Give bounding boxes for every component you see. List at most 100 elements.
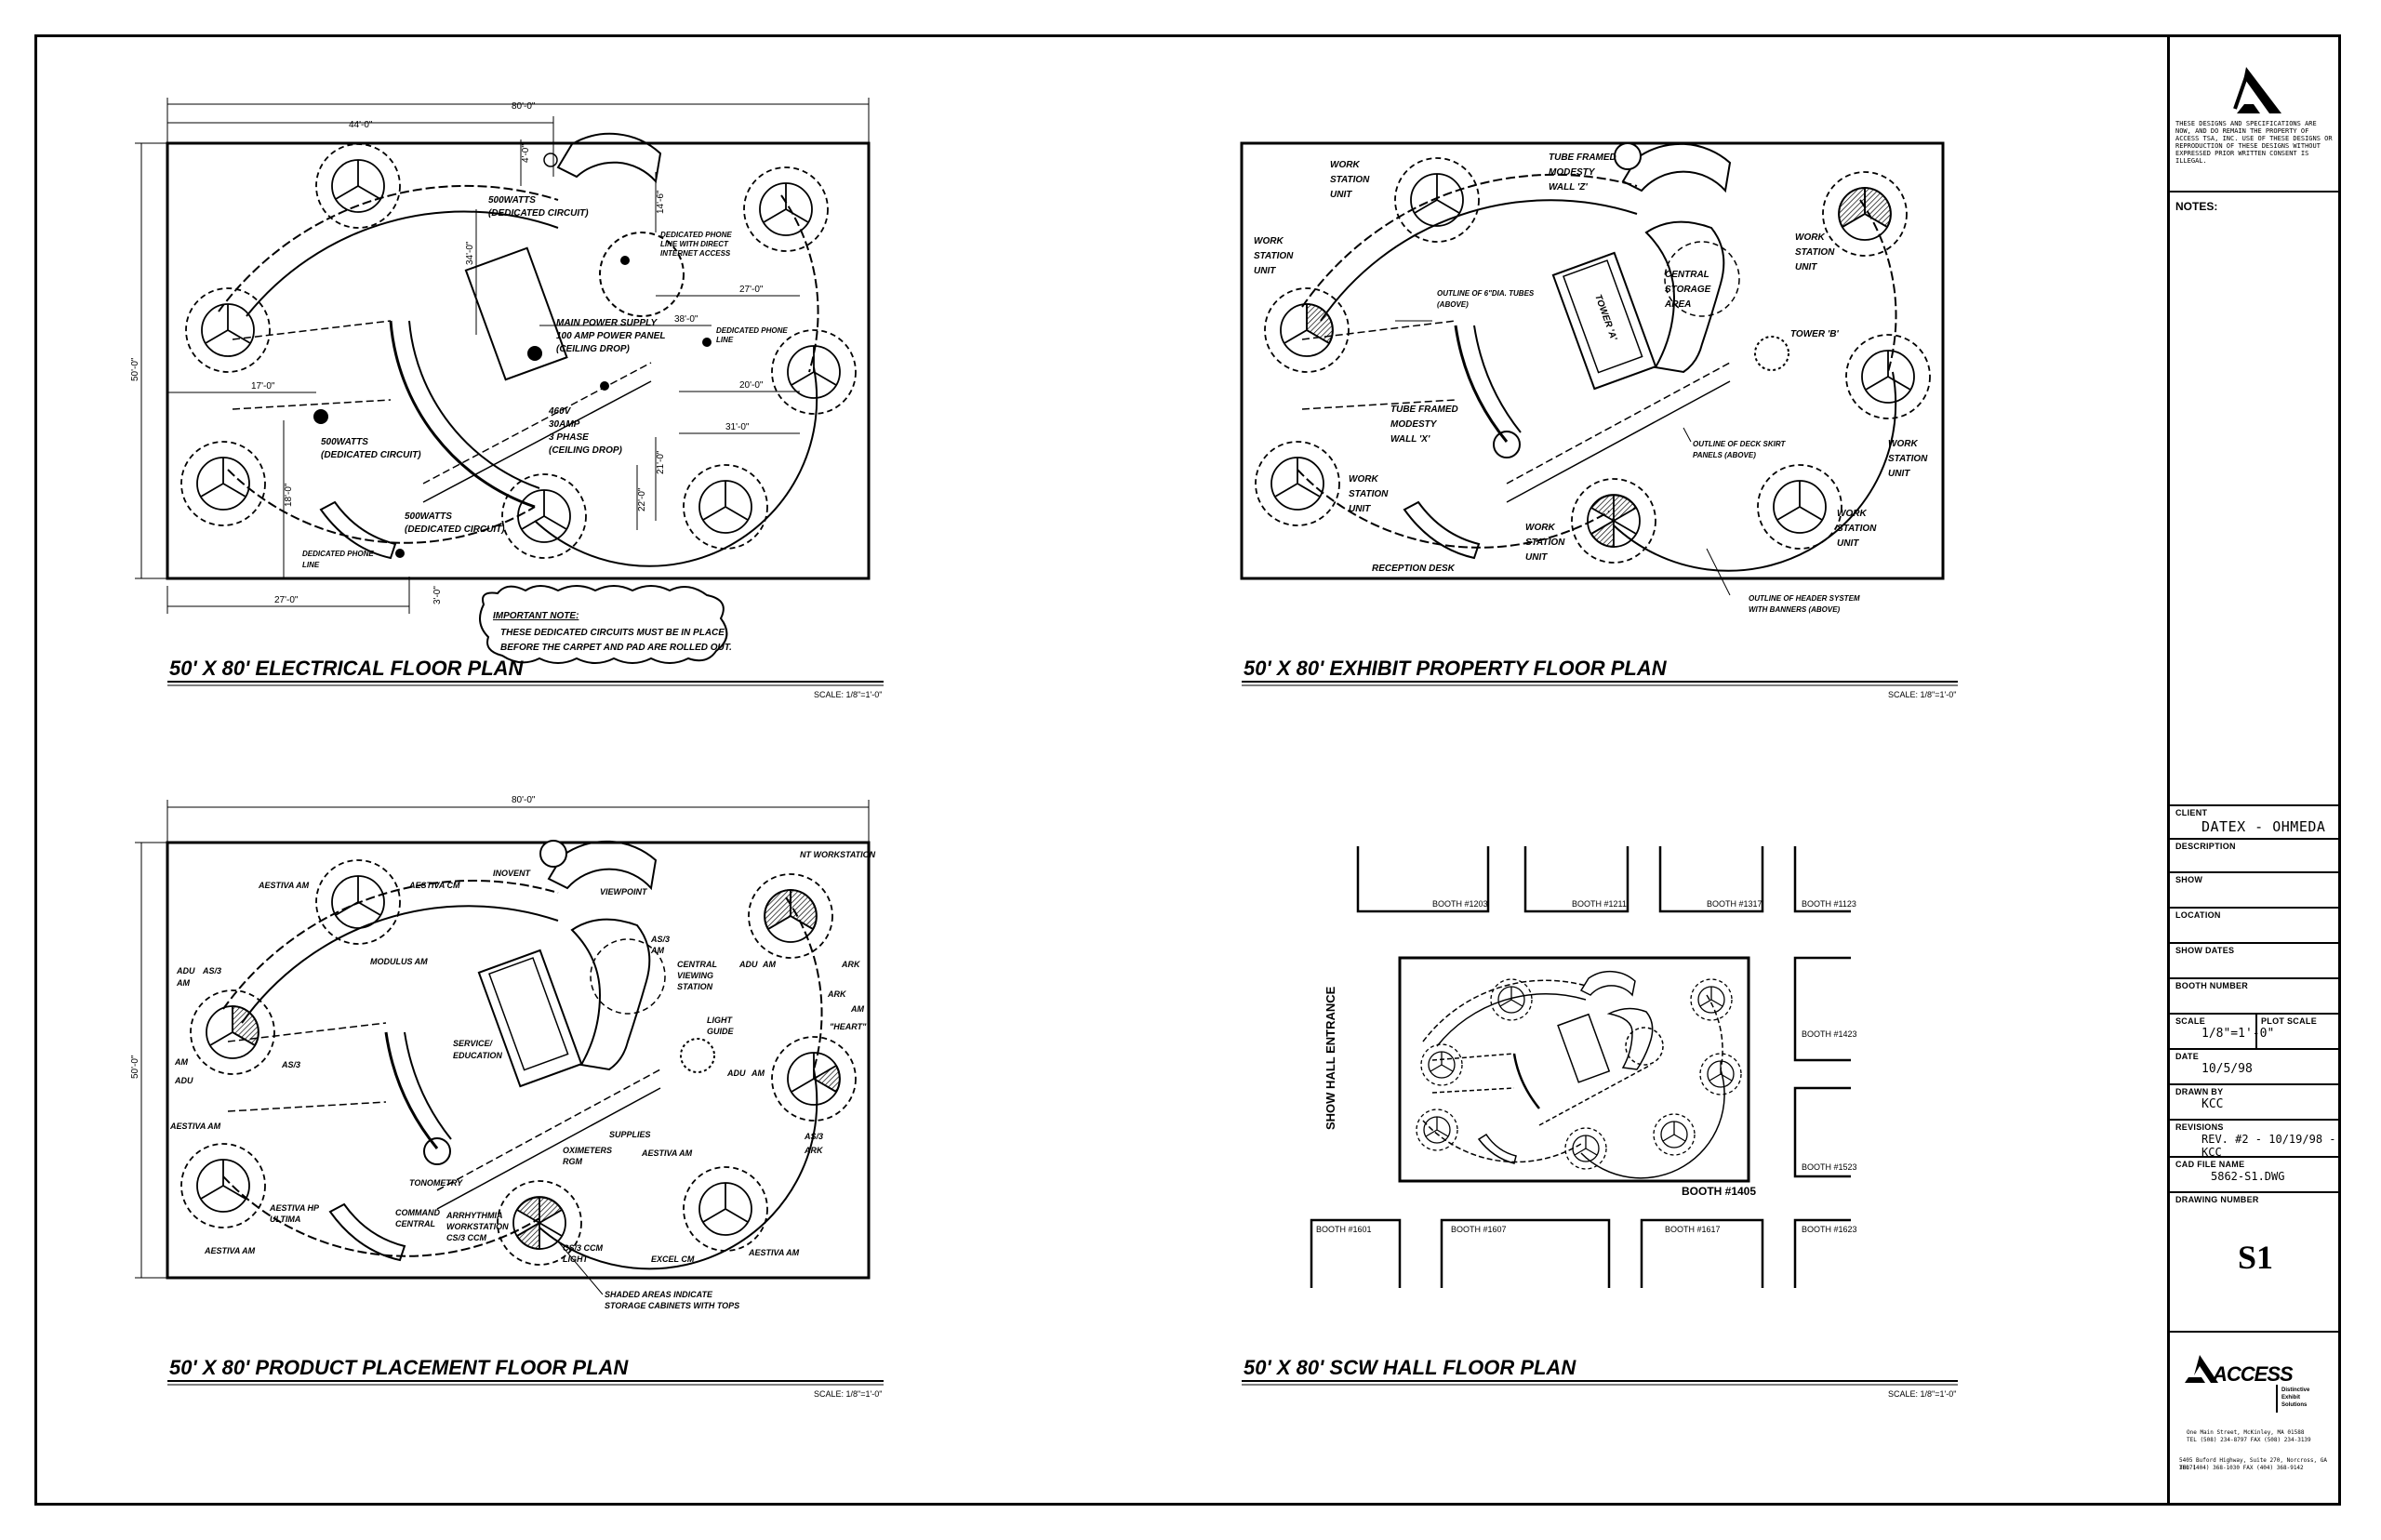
booth-1203: BOOTH #1203: [1432, 899, 1488, 909]
dim-3: 3'-0": [432, 586, 443, 604]
show-dates-row: SHOW DATES: [2170, 942, 2341, 977]
header-label-2: WITH BANNERS (ABOVE): [1749, 605, 1841, 614]
tube-z-label-1: TUBE FRAMED: [1549, 153, 1616, 163]
dim-27-int: 27'-0": [739, 285, 764, 295]
aestiva-hp-2: ULTIMA: [270, 1215, 300, 1224]
aestiva-am-mid: AESTIVA AM: [641, 1148, 693, 1158]
label-460v-1: 460V: [548, 406, 572, 417]
as3-1: AS/3: [650, 935, 670, 944]
important-note-title: IMPORTANT NOTE:: [493, 611, 579, 621]
date-value: 10/5/98: [2201, 1062, 2253, 1076]
tube-z-label-2: MODESTY: [1549, 167, 1596, 178]
drawing-number-label: DRAWING NUMBER: [2175, 1195, 2259, 1204]
tubes-label-1: OUTLINE OF 6"DIA. TUBES: [1437, 289, 1535, 298]
exhibit-plan-title: 50' X 80' EXHIBIT PROPERTY FLOOR PLAN: [1244, 657, 1668, 680]
aestiva-am-bl: AESTIVA AM: [204, 1246, 256, 1255]
label-460v-2: 30AMP: [549, 419, 580, 430]
date-label: DATE: [2175, 1052, 2200, 1061]
aestiva-am-br: AESTIVA AM: [748, 1248, 800, 1257]
ark-r: ARK: [841, 960, 861, 969]
dim-20: 20'-0": [739, 380, 764, 391]
important-note-callout: IMPORTANT NOTE: THESE DEDICATED CIRCUITS…: [479, 585, 732, 664]
central-label-2: STORAGE: [1665, 285, 1711, 295]
show-dates-label: SHOW DATES: [2175, 946, 2235, 955]
ws7-label-3: UNIT: [1795, 262, 1817, 272]
tagline-2: Exhibit: [2281, 1395, 2301, 1401]
dim-18: 18'-0": [284, 483, 294, 507]
oximeters-2: RGM: [563, 1157, 583, 1166]
as3-l: AS/3: [202, 966, 221, 976]
revisions-row: REVISIONS REV. #2 - 10/19/98 - KCC: [2170, 1119, 2341, 1159]
ws4-label-3: UNIT: [1525, 552, 1548, 563]
command-1: COMMAND: [395, 1208, 440, 1217]
ws4-label-1: WORK: [1525, 523, 1555, 533]
ws6-label-2: STATION: [1888, 454, 1928, 464]
central-viewing-2: VIEWING: [677, 971, 713, 980]
service-2: EDUCATION: [453, 1051, 502, 1060]
dim-4: 4'-0": [521, 144, 531, 163]
hall-plan-title: 50' X 80' SCW HALL FLOOR PLAN: [1244, 1356, 1576, 1379]
exhibit-booth-outline: [1240, 141, 1945, 580]
drawn-by-value: KCC: [2201, 1097, 2224, 1111]
scale-value: 1/8"=1'-0": [2201, 1027, 2275, 1041]
arrhythmia-1: ARRHYTHMIA: [446, 1211, 503, 1220]
access-triangle-logo-icon: [2233, 67, 2281, 113]
aestiva-am-ll: AESTIVA AM: [169, 1122, 221, 1131]
important-note-line-2: BEFORE THE CARPET AND PAD ARE ROLLED OUT…: [500, 643, 732, 653]
as3-l2: AS/3: [281, 1060, 300, 1069]
access-company-logo-icon: [2185, 1355, 2218, 1383]
ws2-label-1: WORK: [1254, 236, 1284, 246]
drawing-number-row: DRAWING NUMBER S1: [2170, 1191, 2341, 1331]
notes-label: NOTES:: [2175, 200, 2218, 213]
tube-x-label-3: WALL 'X': [1390, 434, 1430, 445]
label-main-power-2: 100 AMP POWER PANEL: [556, 331, 665, 341]
header-label-1: OUTLINE OF HEADER SYSTEM: [1749, 594, 1860, 603]
booth-number-row: BOOTH NUMBER: [2170, 977, 2341, 1013]
central-viewing-3: STATION: [677, 982, 713, 991]
company-name: ACCESS: [2213, 1362, 2294, 1386]
ws7-label-1: WORK: [1795, 232, 1825, 243]
deck-label-2: PANELS (ABOVE): [1693, 451, 1756, 459]
arrhythmia-3: CS/3 CCM: [446, 1233, 487, 1242]
booth-1211: BOOTH #1211: [1572, 899, 1627, 909]
label-phone-internet-2: LINE WITH DIRECT: [660, 240, 729, 248]
label-phone-internet-3: INTERNET ACCESS: [660, 249, 731, 258]
ws1-label-2: STATION: [1330, 175, 1370, 185]
light-guide-2: GUIDE: [707, 1027, 735, 1036]
label-dc-left: (DEDICATED CIRCUIT): [321, 450, 421, 460]
label-phone-line-2: LINE: [716, 336, 734, 344]
ws2-label-2: STATION: [1254, 251, 1294, 261]
product-placement-floor-plan: 80'-0" 50'-0": [130, 795, 884, 1399]
central-label-3: AREA: [1664, 299, 1691, 310]
address-1-phone: TEL (508) 234-8797 FAX (508) 234-3139: [2187, 1437, 2311, 1443]
label-dc-top: (DEDICATED CIRCUIT): [488, 208, 589, 219]
booth-1617: BOOTH #1617: [1665, 1225, 1721, 1234]
dim-34: 34'-0": [465, 241, 475, 265]
drawn-by-row: DRAWN BY KCC: [2170, 1083, 2341, 1119]
electrical-floor-plan: 80'-0" 44'-0" 50'-0" 17'-0" 18'-0" 27'-0…: [130, 98, 884, 699]
electrical-outlet-icon: [313, 153, 712, 558]
supplies: SUPPLIES: [609, 1130, 651, 1139]
central-viewing-1: CENTRAL: [677, 960, 717, 969]
label-500w-bottom: 500WATTS: [405, 511, 452, 522]
electrical-plan-title: 50' X 80' ELECTRICAL FLOOR PLAN: [169, 657, 525, 680]
command-2: CENTRAL: [395, 1219, 435, 1228]
tube-x-label-1: TUBE FRAMED: [1390, 405, 1458, 415]
dim-17: 17'-0": [251, 381, 275, 392]
electrical-plan-scale: SCALE: 1/8"=1'-0": [814, 690, 882, 699]
booth-number-label: BOOTH NUMBER: [2175, 981, 2249, 990]
address-1: One Main Street, McKinley, MA 01588: [2187, 1429, 2305, 1436]
dim-50-product: 50'-0": [130, 1055, 140, 1079]
client-row: CLIENT DATEX - OHMEDA: [2170, 804, 2341, 838]
heart: "HEART": [830, 1022, 867, 1031]
adu-l2: ADU: [174, 1076, 193, 1085]
tower-a-label: TOWER 'A': [1592, 293, 1618, 342]
tubes-label-2: (ABOVE): [1437, 300, 1469, 309]
product-booth-outline: [166, 841, 871, 1280]
label-dc-bottom: (DEDICATED CIRCUIT): [405, 524, 505, 535]
important-note-line-1: THESE DEDICATED CIRCUITS MUST BE IN PLAC…: [500, 628, 725, 638]
shaded-1: SHADED AREAS INDICATE: [605, 1290, 713, 1299]
excel-cm: EXCEL CM: [651, 1255, 695, 1264]
tube-z-label-3: WALL 'Z': [1549, 182, 1588, 192]
cs3-light-1: CS/3 CCM: [563, 1243, 604, 1253]
